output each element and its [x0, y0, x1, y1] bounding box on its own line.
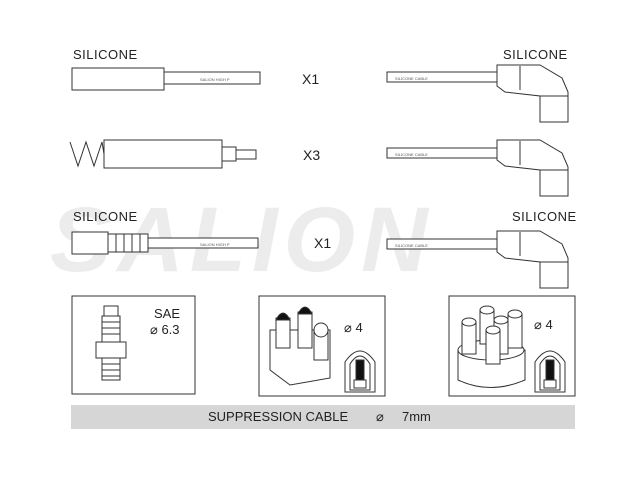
suppression-cable-footer: SUPPRESSION CABLE ⌀ 7mm — [71, 405, 575, 429]
row3-cable-print-left: SALION HIGH P — [200, 242, 230, 247]
distributor-drawing-2 — [457, 305, 566, 393]
row1-left-label: SILICONE — [73, 47, 138, 62]
row1-right-boot — [496, 64, 569, 123]
footer-label: SUPPRESSION CABLE — [208, 409, 349, 424]
row1-left-boot — [71, 67, 165, 91]
row1-left-cable — [163, 71, 261, 85]
spark-plug-spec-size: ⌀ 6.3 — [150, 322, 180, 337]
row1-cable-print-right: SILICONE CABLE — [395, 76, 428, 81]
row3-cable-print-right: SILICONE CABLE — [395, 243, 428, 248]
row2-left-boot — [103, 139, 223, 169]
row1-cable-print-left: SALION HIGH P — [200, 77, 230, 82]
row2-multiplier: X3 — [303, 147, 321, 163]
row3-right-label: SILICONE — [512, 209, 577, 224]
row2-left-cable — [235, 149, 257, 160]
row2-right-boot — [496, 139, 569, 197]
row3-left-boot-cap — [71, 231, 109, 255]
row2-cable-print-right: SILICONE CABLE — [395, 152, 428, 157]
footer-size: 7mm — [402, 409, 431, 424]
footer-diameter-symbol: ⌀ — [376, 409, 384, 424]
row1-multiplier: X1 — [302, 71, 320, 87]
distributor-2-size: ⌀ 4 — [534, 317, 553, 332]
spark-plug-spec-type: SAE — [154, 306, 181, 321]
row3-multiplier: X1 — [314, 235, 332, 251]
row3-left-boot-ribbed — [107, 233, 149, 253]
row2-left-terminal — [221, 146, 237, 162]
row3-left-cable — [147, 237, 259, 249]
row3-left-label: SILICONE — [73, 209, 138, 224]
spark-plug-panel — [71, 295, 196, 395]
spark-plug-drawing — [95, 305, 127, 381]
row3-right-boot — [496, 230, 569, 289]
row2-spring — [69, 140, 105, 168]
distributor-1-size: ⌀ 4 — [344, 320, 363, 335]
row1-right-label: SILICONE — [503, 47, 568, 62]
distributor-drawing-1 — [269, 306, 376, 393]
